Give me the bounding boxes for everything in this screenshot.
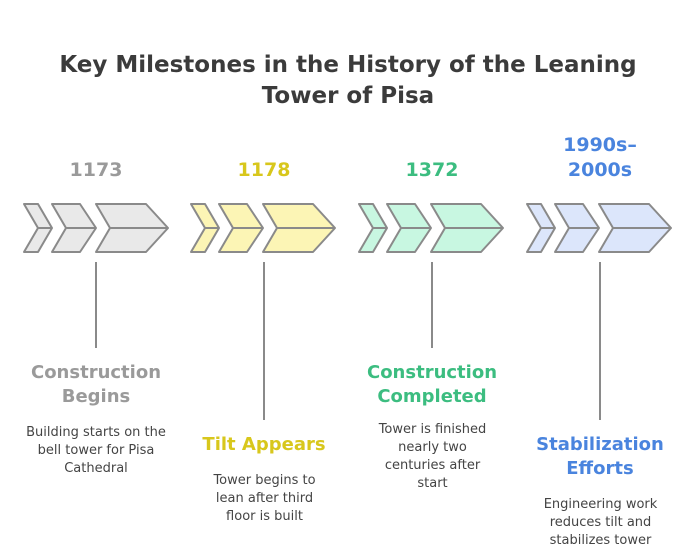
milestone-year: 1990s–2000s: [563, 134, 637, 181]
milestone-title: Tilt Appears: [202, 434, 326, 455]
diagram-title: Key Milestones in the History of the Lea…: [59, 52, 637, 109]
milestone-title: Construction Completed: [366, 362, 498, 407]
milestone-year: 1178: [237, 159, 291, 181]
milestone-title: Stabilization Efforts: [536, 434, 664, 479]
milestone-description: Engineering work reduces tilt and stabil…: [543, 497, 658, 548]
milestone-title: Construction Begins: [30, 362, 162, 407]
milestone-description: Building starts on the bell tower for Pi…: [26, 425, 166, 476]
milestone-year: 1372: [405, 159, 459, 181]
milestone-description: Tower begins to lean after third floor i…: [213, 473, 316, 524]
milestone-year: 1173: [69, 159, 123, 181]
milestone-description: Tower is finished nearly two centuries a…: [378, 422, 487, 491]
